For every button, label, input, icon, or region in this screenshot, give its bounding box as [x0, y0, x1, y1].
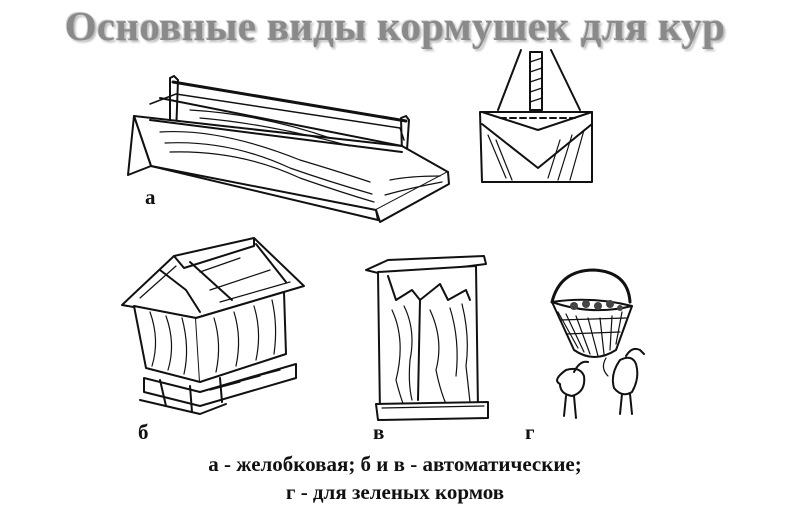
label-a: а	[145, 185, 156, 209]
page-title: Основные виды кормушек для кур	[64, 3, 726, 49]
trough-feeder-drawing	[127, 75, 450, 223]
label-g: г	[525, 420, 535, 444]
label-v: в	[373, 420, 385, 444]
caption-line-2: г - для зеленых кормов	[285, 480, 505, 504]
bunker-feeder-drawing	[365, 255, 489, 421]
label-b: б	[138, 420, 149, 444]
house-feeder-drawing	[121, 237, 305, 415]
caption-line-1: а - желобковая; б и в - автоматические;	[208, 452, 582, 476]
basket-feeder-drawing	[550, 268, 645, 419]
box-feeder-drawing	[479, 49, 593, 183]
